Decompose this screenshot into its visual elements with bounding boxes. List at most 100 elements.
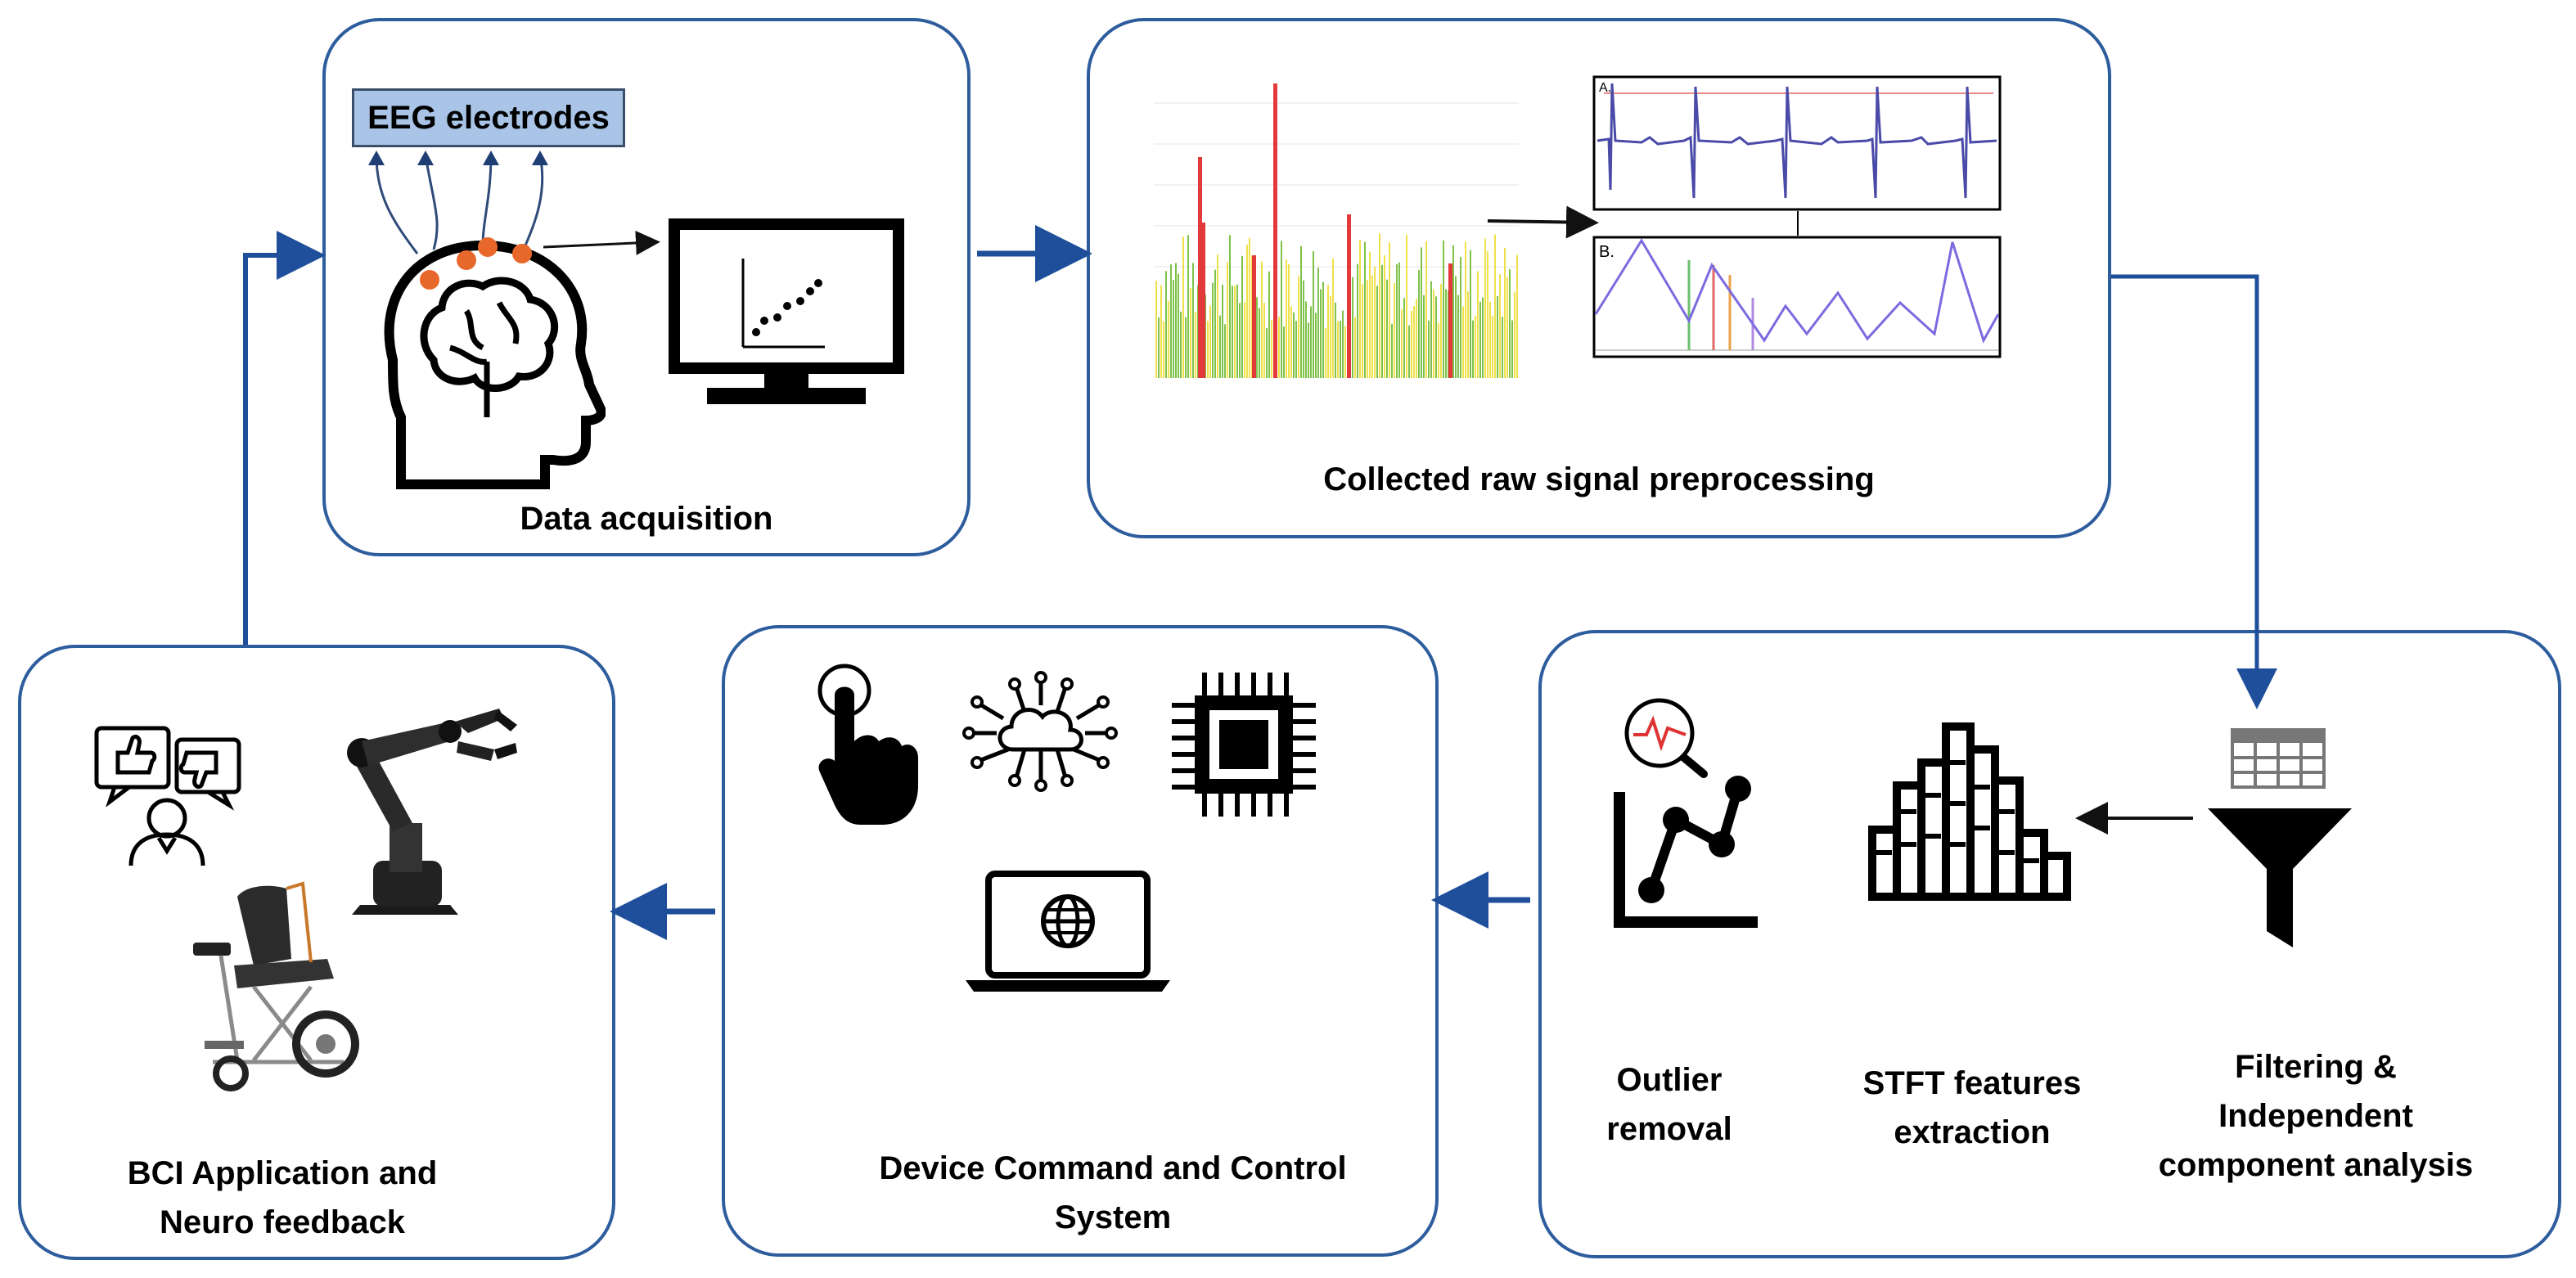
spectrum-bar: [1259, 308, 1260, 378]
histogram-icon: [1868, 722, 2071, 901]
trace-a-label: A.: [1599, 81, 1611, 95]
spectrum-bar: [1457, 295, 1459, 378]
spectrum-bar: [1492, 316, 1493, 378]
outlier-chart-icon: [1614, 698, 1758, 928]
spectrum-bar: [1482, 297, 1484, 378]
application-title: BCI Application and Neuro feedback: [127, 1155, 438, 1240]
spectrum-bar: [1408, 325, 1410, 378]
spectrum-bar: [1268, 271, 1270, 378]
spectrum-bar: [1484, 238, 1486, 378]
spectrum-bar: [1330, 295, 1331, 378]
spectrum-bar: [1364, 241, 1366, 378]
cloud-network-icon: [962, 671, 1118, 792]
spectrum-bar: [1332, 258, 1334, 378]
filtering-ica-label: Filtering & Independent component analys…: [2158, 1049, 2474, 1183]
spectrum-bar: [1290, 306, 1292, 378]
eeg-electrodes-box: EEG electrodes: [352, 88, 625, 147]
spectrum-spike: [1198, 157, 1202, 378]
spectrum-bar: [1357, 263, 1358, 378]
spectrum-bar: [1509, 268, 1511, 378]
spectrum-bar: [1467, 291, 1469, 378]
spectrum-bar: [1300, 245, 1302, 378]
spectrum-bar: [1217, 254, 1218, 378]
spectrum-bar: [1440, 284, 1442, 378]
spectrum-bar: [1271, 320, 1272, 378]
spectrum-bar: [1487, 251, 1488, 378]
spectrum-bar: [1160, 285, 1162, 378]
spectrum-bar: [1305, 301, 1307, 378]
spectrum-bar: [1384, 254, 1385, 378]
preprocessing-title: Collected raw signal preprocessing: [1323, 461, 1875, 497]
spectrum-spike: [1347, 214, 1351, 378]
spectrum-bar: [1219, 315, 1221, 378]
spectrum-bar: [1168, 300, 1169, 378]
spectrum-bar: [1246, 244, 1248, 378]
spectrum-bar: [1416, 299, 1417, 378]
touch-icon: [817, 664, 918, 825]
spectrum-bar: [1190, 287, 1191, 378]
spectrum-bar: [1239, 303, 1241, 378]
spectrum-bar: [1362, 283, 1363, 378]
spectrum-bar: [1232, 286, 1233, 378]
chip-icon: [1172, 673, 1316, 817]
spectrum-spike: [1252, 255, 1256, 378]
spectrum-bar: [1418, 270, 1420, 378]
spectrum-bar: [1381, 264, 1383, 378]
spectrum-bar: [1477, 271, 1479, 378]
spectrum-bar: [1303, 280, 1304, 378]
spectrum-bar: [1470, 250, 1471, 378]
arrow-preproc-to-processing: [2111, 274, 2277, 709]
spectrum-bar: [1266, 328, 1268, 378]
spectrum-bar: [1511, 320, 1513, 378]
spectrum-bar: [1325, 327, 1326, 378]
spectrum-bar: [1423, 295, 1425, 378]
spectrum-bar: [1180, 311, 1182, 378]
spectrum-bar: [1425, 241, 1427, 378]
spectrum-bar: [1438, 322, 1439, 378]
spectrum-bar: [1178, 273, 1179, 378]
spectrum-bar: [1337, 321, 1339, 378]
spectrum-bar: [1283, 326, 1285, 378]
spectrum-bar: [1465, 241, 1466, 378]
device-control-title: Device Command and Control System: [879, 1150, 1347, 1235]
table-icon: [2231, 728, 2326, 789]
spectrum-bar: [1236, 284, 1238, 378]
spectrum-bar: [1340, 321, 1341, 378]
spectrum-bar: [1403, 298, 1405, 378]
spectrum-bar: [1298, 276, 1299, 378]
spectrum-bar: [1241, 255, 1243, 378]
wheelchair-icon: [193, 881, 359, 1091]
spectrum-bar: [1497, 295, 1498, 378]
spectrum-spike: [1273, 83, 1277, 378]
spectrum-bar: [1187, 235, 1189, 378]
spectrum-bar: [1430, 281, 1432, 378]
arrow-spectrum-to-traces: [1487, 205, 1599, 239]
spectrum-bar: [1494, 234, 1496, 378]
spectrum-bar: [1278, 316, 1280, 378]
spectrum-bar: [1227, 262, 1228, 378]
spectrum-bar: [1401, 308, 1403, 378]
ecg-trace-b: B.: [1592, 236, 2002, 358]
spectrum-spike: [1201, 223, 1205, 378]
spectrum-bar: [1374, 266, 1376, 378]
spectrum-bar: [1472, 320, 1474, 378]
spectrum-bar: [1371, 275, 1373, 378]
spectrum-bar: [1256, 297, 1258, 378]
spectrum-bar: [1322, 281, 1324, 378]
spectrum-bar: [1293, 312, 1295, 378]
spectrum-bar: [1310, 306, 1312, 378]
spectrum-bar: [1489, 301, 1491, 378]
spectrum-bar: [1234, 286, 1236, 378]
spectrum-bar: [1315, 313, 1317, 378]
spectrum-bar: [1263, 302, 1265, 378]
spectrum-bar: [1222, 284, 1223, 378]
spectrum-bar: [1261, 261, 1263, 378]
spectrum-bar: [1389, 242, 1390, 378]
spectrum-bar: [1504, 247, 1506, 378]
stft-extraction-label: STFT features extraction: [1862, 1065, 2082, 1150]
spectrum-bar: [1335, 302, 1336, 378]
spectrum-bar: [1460, 257, 1461, 378]
spectrum-bar: [1327, 284, 1329, 378]
spectrum-bar: [1317, 268, 1319, 378]
spectrum-bar: [1281, 241, 1282, 378]
